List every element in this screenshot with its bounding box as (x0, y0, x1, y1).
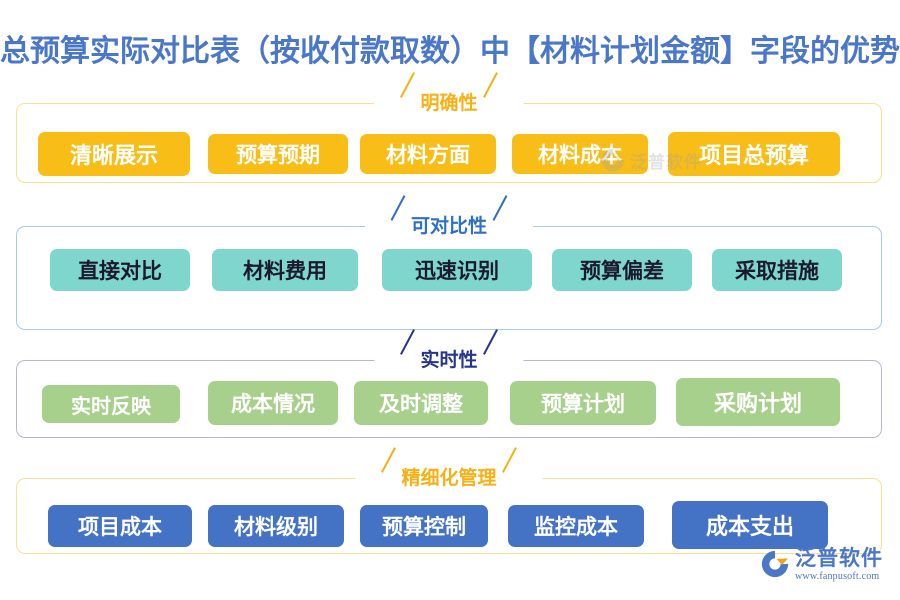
title-slash-right-icon (483, 329, 498, 355)
title-slash-right-icon (483, 72, 498, 98)
title-slash-right-icon (492, 195, 508, 221)
page-title: 总预算实际对比表（按收付款取数）中【材料计划金额】字段的优势 (0, 35, 900, 68)
logo-url: www.fanpusoft.com (795, 571, 880, 582)
chip-item[interactable]: 采购计划 (676, 378, 840, 426)
brand-logo: 泛普软件 www.fanpusoft.com (760, 548, 896, 594)
chip-item[interactable]: 采取措施 (712, 249, 842, 291)
logo-name: 泛普软件 (795, 546, 883, 570)
title-slash-left-icon (381, 447, 396, 473)
section-title: 精细化管理 (355, 447, 543, 492)
chip-item[interactable]: 预算控制 (360, 505, 488, 547)
section-frame-2: 可对比性 (16, 195, 882, 330)
section-frame-4: 精细化管理 (16, 447, 882, 554)
chip-item[interactable]: 清晰展示 (38, 132, 190, 176)
chip-item[interactable]: 迅速识别 (382, 249, 532, 291)
section-title: 实时性 (374, 329, 524, 374)
chip-item[interactable]: 及时调整 (354, 381, 488, 425)
chip-item[interactable]: 材料方面 (360, 134, 496, 174)
chip-item[interactable]: 材料费用 (212, 249, 358, 291)
chip-item[interactable]: 项目总预算 (668, 132, 840, 176)
logo-text: 泛普软件 www.fanpusoft.com (795, 548, 883, 582)
title-slash-right-icon (502, 447, 517, 473)
title-slash-left-icon (400, 329, 415, 355)
chip-item[interactable]: 材料成本 (512, 134, 648, 174)
chip-item[interactable]: 直接对比 (50, 249, 190, 291)
swirl-logo-icon (760, 549, 790, 579)
section-frame-1: 明确性 (16, 72, 882, 183)
chip-item[interactable]: 实时反映 (42, 385, 180, 423)
chip-item[interactable]: 监控成本 (508, 505, 644, 547)
section-title: 明确性 (374, 72, 524, 117)
title-slash-left-icon (390, 195, 406, 221)
chip-item[interactable]: 成本情况 (208, 381, 338, 425)
section-frame-3: 实时性 (16, 329, 882, 438)
chip-item[interactable]: 材料级别 (208, 505, 344, 547)
chip-item[interactable]: 预算预期 (208, 134, 348, 174)
chip-item[interactable]: 预算计划 (510, 381, 656, 425)
title-slash-left-icon (400, 72, 415, 98)
chip-item[interactable]: 项目成本 (48, 505, 192, 547)
section-title: 可对比性 (364, 195, 534, 240)
chip-item[interactable]: 预算偏差 (552, 249, 692, 291)
chip-item[interactable]: 成本支出 (672, 501, 828, 549)
